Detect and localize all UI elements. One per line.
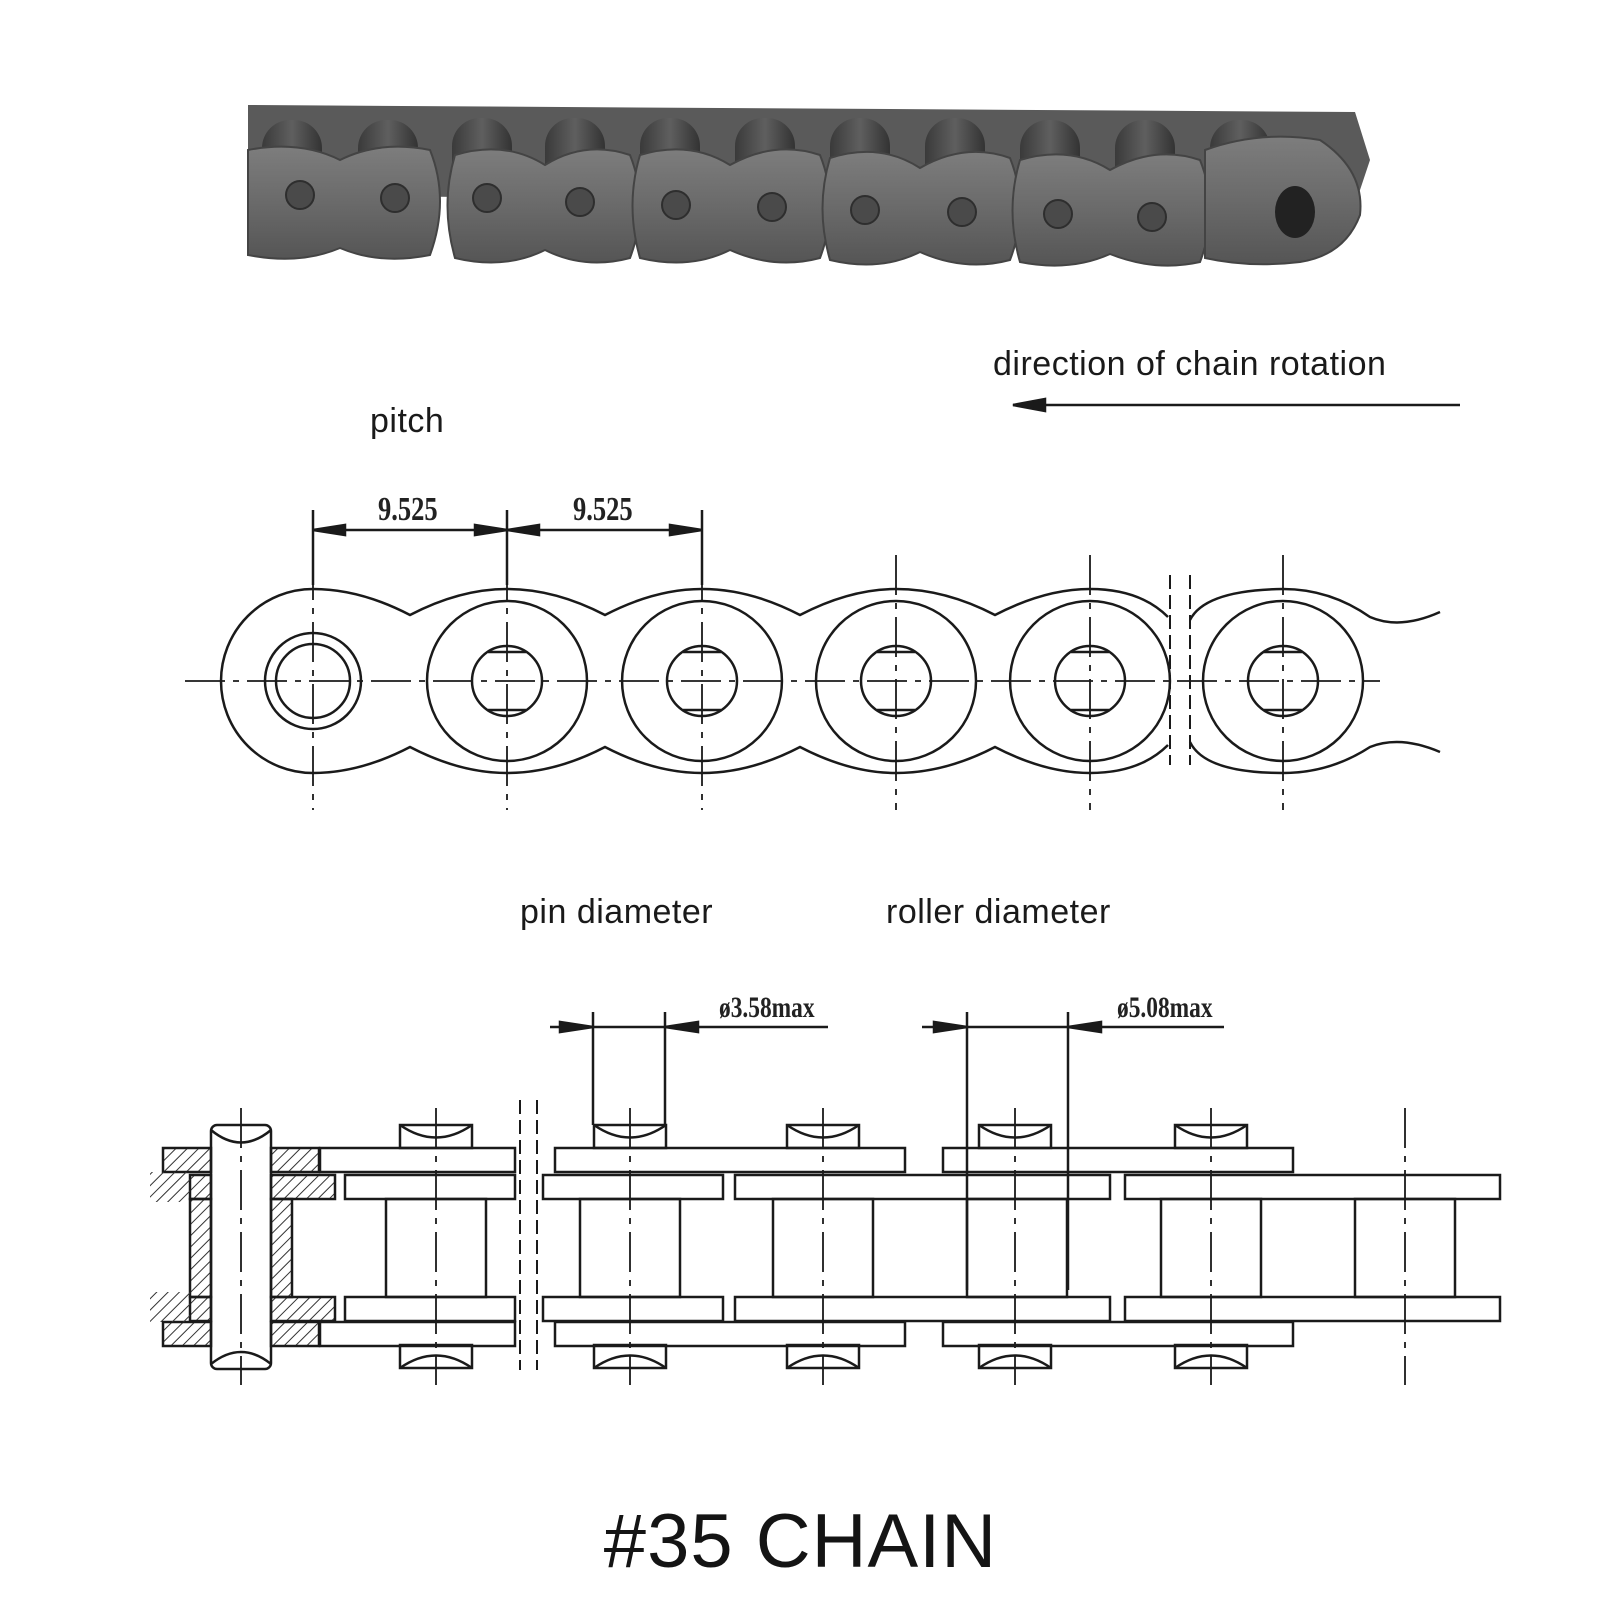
pitch-value-2: 9.525 [573,491,633,528]
chain-photo-pins [285,180,1167,232]
connecting-link [150,1123,337,1371]
pitch-value-1: 9.525 [378,491,438,528]
pin-diameter-dimension [550,1012,828,1125]
side-pins [470,644,1320,718]
chain-photo-end-hole [1275,186,1315,238]
rollers [384,1197,1457,1299]
top-vertical-centers [240,1108,1406,1385]
pin-diameter-value: ø3.58max [719,991,815,1024]
pitch-label: pitch [370,402,445,440]
outer-plates [318,1146,1295,1348]
side-vertical-centers [312,555,1284,810]
roller-diameter-label: roller diameter [886,893,1111,931]
side-break-lines [1169,575,1191,765]
pin-diameter-label: pin diameter [520,893,714,931]
roller-diameter-value: ø5.08max [1117,991,1213,1024]
direction-arrow [1012,397,1460,413]
direction-label: direction of chain rotation [993,345,1387,383]
top-break-lines [519,1100,538,1370]
inner-plates [343,1173,1502,1323]
page-title: #35 CHAIN [603,1499,998,1584]
